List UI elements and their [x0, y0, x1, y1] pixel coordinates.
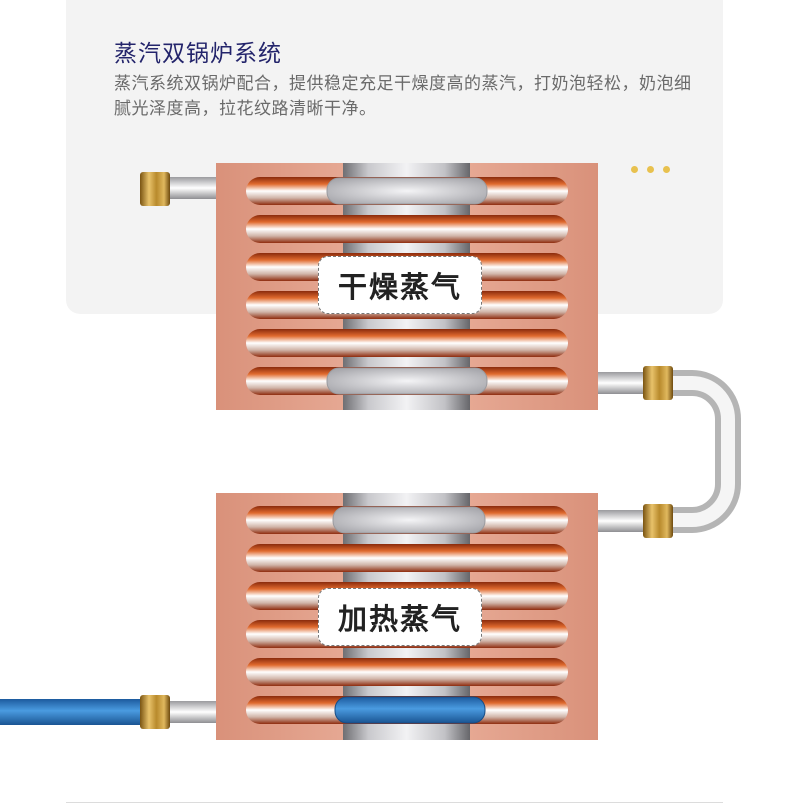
water-fill-icon — [334, 696, 486, 724]
water-inlet-pipe — [0, 699, 150, 725]
inlet-steel-stub — [165, 701, 220, 723]
connector-stub-bottom — [597, 510, 652, 532]
connector-stub-top — [597, 372, 652, 394]
steam-cloud-icon — [326, 367, 488, 395]
brass-fitting-icon — [643, 504, 673, 538]
dry-steam-label: 干燥蒸气 — [318, 256, 482, 314]
page-title: 蒸汽双锅炉系统 — [114, 41, 282, 67]
steam-cloud-icon — [332, 506, 486, 534]
dot-1 — [631, 166, 638, 173]
dot-3 — [663, 166, 670, 173]
brass-fitting-icon — [643, 366, 673, 400]
dot-2 — [647, 166, 654, 173]
steam-cloud-icon — [326, 177, 488, 205]
indicator-dots — [631, 158, 679, 177]
page-description: 蒸汽系统双锅炉配合，提供稳定充足干燥度高的蒸汽，打奶泡轻松，奶泡细腻光泽度高，拉… — [114, 74, 692, 119]
heating-steam-label: 加热蒸气 — [318, 588, 482, 646]
brass-fitting-icon — [140, 172, 170, 206]
steam-outlet-pipe-top — [165, 177, 220, 199]
divider — [66, 802, 723, 803]
bottom-coils — [246, 506, 568, 724]
brass-fitting-icon — [140, 695, 170, 729]
bottom-boiler — [216, 493, 598, 740]
